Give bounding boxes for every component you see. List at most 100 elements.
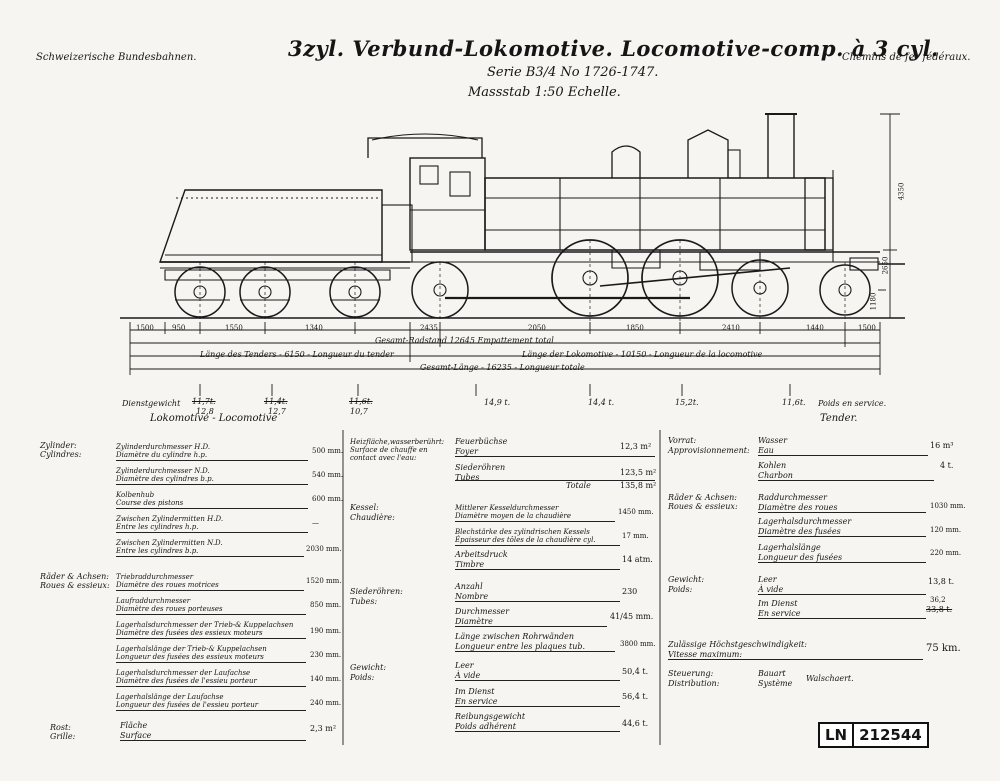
section-boiler-de: Kessel: [350,503,379,512]
row-value: 1450 mm. [618,508,654,516]
tender-label: Tender. [820,413,858,424]
row-fr: Charbon [758,471,793,480]
axle-load-corr: 12,8 [196,407,214,416]
row-fr: Diamètre des roues motrices [116,581,219,589]
row-fr: Longueur des fusées [758,553,843,562]
row-value: 50,4 t. [622,667,649,676]
row-de: Laufraddurchmesser [116,597,191,605]
row-value: — [312,519,319,527]
boiler [484,113,834,262]
total-label: Totale [566,481,591,490]
row-value: 3800 mm. [620,640,656,648]
row-de: Siederöhren [455,463,506,472]
stamp-prefix: LN [820,724,855,746]
row-fr: Course des pistons [116,499,184,507]
row-value: 120 mm. [930,526,962,534]
section-weight-fr: Poids: [350,673,375,682]
section-heating-de: Heizfläche,wasserberührt: [350,438,445,446]
row-de: Triebraddurchmesser [116,573,194,581]
row-fr: Eau [758,446,774,455]
row-de: Zwischen Zylindermitten N.D. [116,539,223,547]
row-de: Lagerhalslänge der Laufachse [116,693,224,701]
row-value: 230 [622,587,638,596]
axle-load: 11,7t. [192,397,216,406]
row-de: Länge zwischen Rohrwänden [455,632,575,641]
row-value: 123,5 m² [620,468,657,477]
row-de: Im Dienst [758,599,798,608]
row-fr: Longueur des fusées de l'essieu porteur [116,701,259,709]
dim-segment: 2435 [420,324,438,332]
row-value: 1030 mm. [930,502,966,510]
row-fr: À vide [758,585,784,594]
row-value: 13,8 t. [928,577,955,586]
row-de: Kohlen [758,461,787,470]
row-value: 4 t. [940,461,954,470]
section-grate-de: Rost: [50,723,71,732]
row-fr: Surface [120,731,152,740]
dim-segment: 1850 [626,324,644,332]
dim-segment: 1500 [136,324,154,332]
driving-wheels [411,239,871,319]
valve-gear-de: Steuerung: [668,669,714,678]
dim-segment: 2410 [722,324,740,332]
row-value: 850 mm. [310,601,342,609]
dim-segment: 1500 [858,324,876,332]
row-fr: Entre les cylindres b.p. [116,547,199,555]
row-de: Reibungsgewicht [455,712,526,721]
row-value: 1520 mm. [306,577,342,585]
row-de: Lagerhalslänge der Trieb-& Kuppelachsen [116,645,267,653]
axle-load: 11,6t. [782,398,806,407]
archive-stamp: LN 212544 [818,722,929,748]
section-tubes-fr: Tubes: [350,597,378,606]
row-fr: Diamètre des roues [758,503,838,512]
row-de: Zwischen Zylindermitten H.D. [116,515,224,523]
row-de: Lagerhalsdurchmesser [758,517,852,526]
tender-wheels [164,266,391,318]
table-rules [342,430,661,745]
axle-load-arrows [199,384,791,396]
row-fr: Timbre [455,560,485,569]
section-supply-fr: Approvisionnement: [668,446,750,455]
row-fr: Diamètre des fusées [758,527,841,536]
service-weight-label-fr: Poids en service. [818,399,887,408]
row-de: Arbeitsdruck [455,550,508,559]
row-de: Zylinderdurchmesser N.D. [116,467,210,475]
dim-wheelbase: Gesamt-Radstand 12645 Empattement total [375,336,554,345]
dim-tender-length: Länge des Tenders - 6150 - Longueur du t… [200,350,394,359]
row-fr: Tubes [455,473,480,482]
axle-load: 14,4 t. [588,398,615,407]
row-fr: À vide [455,671,481,680]
row-value: 56,4 t. [622,692,649,701]
valve-gear-type-de: Bauart [758,669,786,678]
dim-segment: 1550 [225,324,243,332]
section-wheels-de: Räder & Achsen: [40,572,109,581]
row-de: Lagerhalslänge [758,543,821,552]
locomotive-label: Lokomotive - Locomotive [150,413,278,424]
axle-load: 14,9 t. [484,398,511,407]
dim-segment: 950 [172,324,186,332]
cab [367,133,486,251]
max-speed-fr: Vitesse maximum: [668,650,743,659]
row-de: Anzahl [455,582,483,591]
row-fr: Foyer [455,447,479,456]
row-de: Mittlerer Kesseldurchmesser [455,504,559,512]
row-fr: Épaisseur des tôles de la chaudière cyl. [455,536,596,544]
axle-load: 15,2t. [675,398,699,407]
row-de: Kolbenhub [116,491,155,499]
row-fr: Diamètre des fusées de l'essieu porteur [116,677,257,685]
series-label: Serie B3/4 No 1726-1747. [487,65,659,80]
section-cylinders-de: Zylinder: [40,441,77,450]
row-fr: En service [455,697,498,706]
length-dimensions [129,322,881,375]
height-dim-total: 4350 [897,182,906,201]
row-fr: Diamètre du cylindre h.p. [116,451,208,459]
row-value: 540 mm. [312,471,344,479]
dim-segment: 2050 [528,324,546,332]
row-de: Blechstärke des zylindrischen Kessels [455,528,590,536]
row-fr: Longueur des fusées des essieux moteurs [116,653,264,661]
row-de: Fläche [120,721,148,730]
row-fr: Nombre [455,592,489,601]
section-weight-de: Gewicht: [668,575,705,584]
section-weight-fr: Poids: [668,585,693,594]
row-fr: En service [758,609,801,618]
